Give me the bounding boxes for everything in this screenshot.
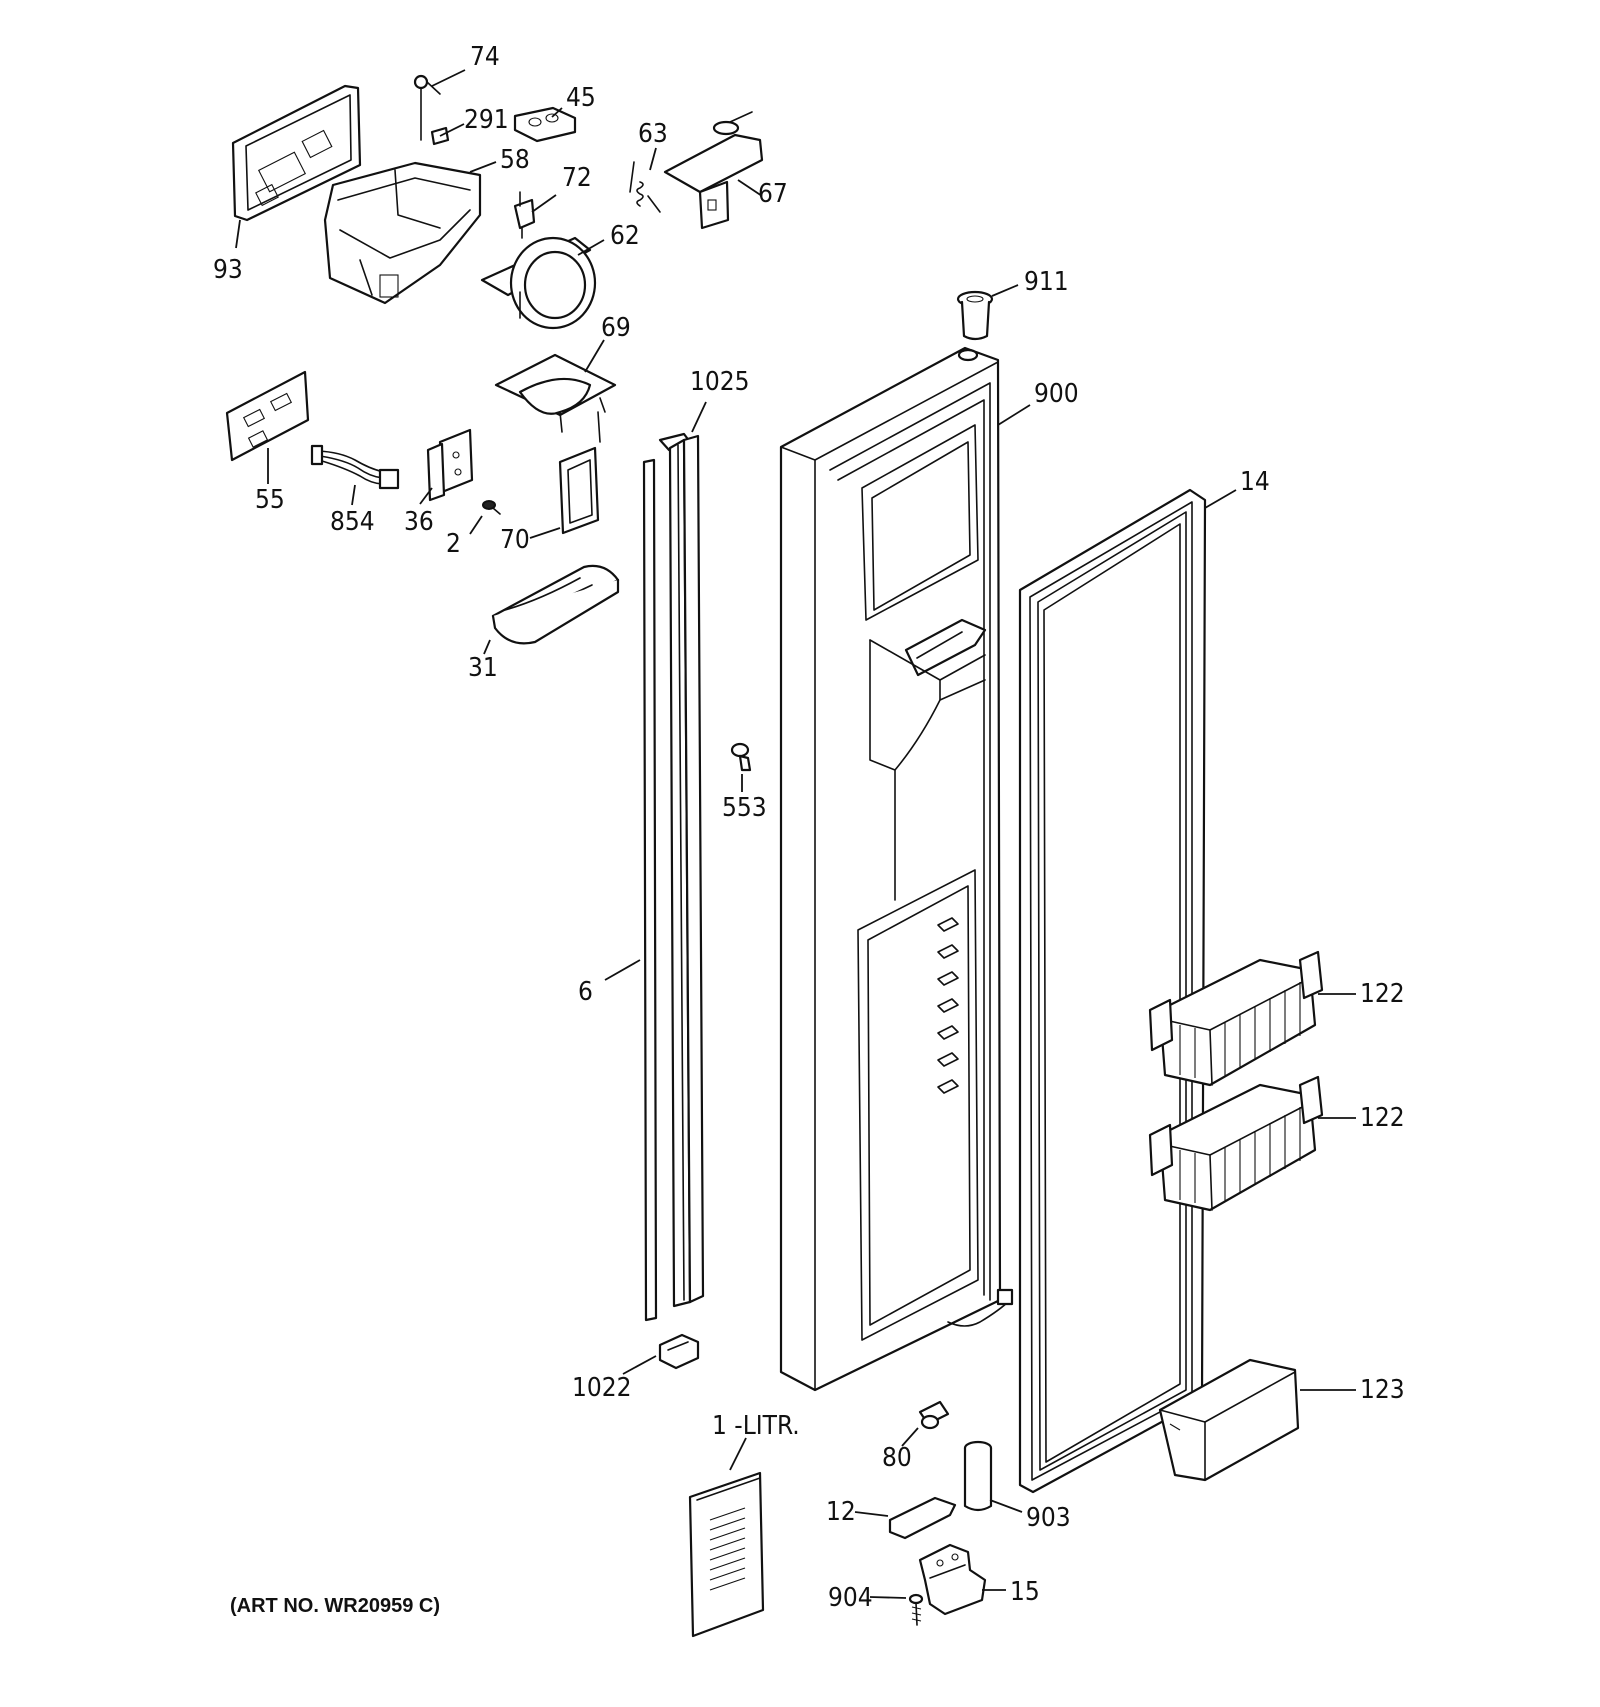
part-1025-trim — [658, 432, 705, 1308]
part-55-switch-plate — [225, 370, 310, 462]
part-122-bin-upper — [1148, 950, 1324, 1087]
callout-62: 62 — [610, 221, 640, 251]
part-553-screw — [730, 742, 752, 772]
part-74-wire — [413, 74, 441, 141]
callout-1litr: 1 -LITR. — [712, 1411, 800, 1441]
part-904-screw — [908, 1593, 924, 1626]
callout-55: 55 — [255, 485, 285, 515]
part-58-housing — [323, 161, 482, 305]
part-122-bin-lower — [1148, 1075, 1324, 1212]
callout-553: 553 — [722, 793, 767, 823]
part-67-bracket — [663, 111, 764, 230]
part-69-funnel — [494, 353, 617, 433]
part-12-plate — [888, 1496, 957, 1540]
part-36-bracket — [426, 428, 474, 502]
callout-93: 93 — [213, 255, 243, 285]
part-903-pin — [963, 1440, 993, 1512]
callout-69: 69 — [601, 313, 631, 343]
callout-63: 63 — [638, 119, 668, 149]
callout-911: 911 — [1024, 267, 1069, 297]
part-854-harness — [310, 444, 400, 490]
callout-15: 15 — [1010, 1577, 1040, 1607]
callout-58: 58 — [500, 145, 530, 175]
part-literature — [688, 1471, 765, 1638]
callout-291: 291 — [464, 105, 509, 135]
callout-14: 14 — [1240, 467, 1270, 497]
part-80-screw — [918, 1400, 950, 1430]
part-14-gasket — [1018, 488, 1207, 1494]
callout-36: 36 — [404, 507, 434, 537]
callout-1022: 1022 — [572, 1373, 632, 1403]
callout-2: 2 — [446, 529, 461, 559]
callout-45: 45 — [566, 83, 596, 113]
callout-903: 903 — [1026, 1503, 1071, 1533]
callout-80: 80 — [882, 1443, 912, 1473]
callout-854: 854 — [330, 507, 375, 537]
part-45-plate — [513, 106, 577, 143]
part-1022-bracket — [658, 1333, 700, 1370]
part-93-control-board — [231, 84, 362, 222]
callout-122a: 122 — [1360, 979, 1405, 1009]
part-70-flap — [558, 411, 601, 535]
part-72-switch — [513, 191, 536, 239]
callout-labels: 74 45 291 58 63 72 67 62 93 911 69 1025 … — [213, 42, 1405, 1613]
part-6-rod — [642, 458, 658, 1322]
part-123-bin — [1158, 1358, 1300, 1482]
part-2-screw — [482, 500, 501, 515]
leader-lines — [235, 69, 1356, 1599]
callout-6: 6 — [578, 977, 593, 1007]
part-31-grille — [491, 564, 620, 645]
part-15-hinge — [918, 1543, 987, 1616]
callout-904: 904 — [828, 1583, 873, 1613]
callout-122b: 122 — [1360, 1103, 1405, 1133]
callout-1025: 1025 — [690, 367, 750, 397]
callout-12: 12 — [826, 1497, 856, 1527]
part-63-spring — [629, 161, 661, 213]
part-62-chute — [480, 236, 597, 330]
callout-123: 123 — [1360, 1375, 1405, 1405]
part-900-door — [779, 346, 1014, 1392]
art-number: (ART NO. WR20959 C) — [230, 1595, 440, 1617]
part-911-bushing — [956, 290, 994, 341]
callout-70: 70 — [500, 525, 530, 555]
callout-72: 72 — [562, 163, 592, 193]
callout-900: 900 — [1034, 379, 1079, 409]
callout-74: 74 — [470, 42, 500, 72]
callout-67: 67 — [758, 179, 788, 209]
callout-31: 31 — [468, 653, 498, 683]
